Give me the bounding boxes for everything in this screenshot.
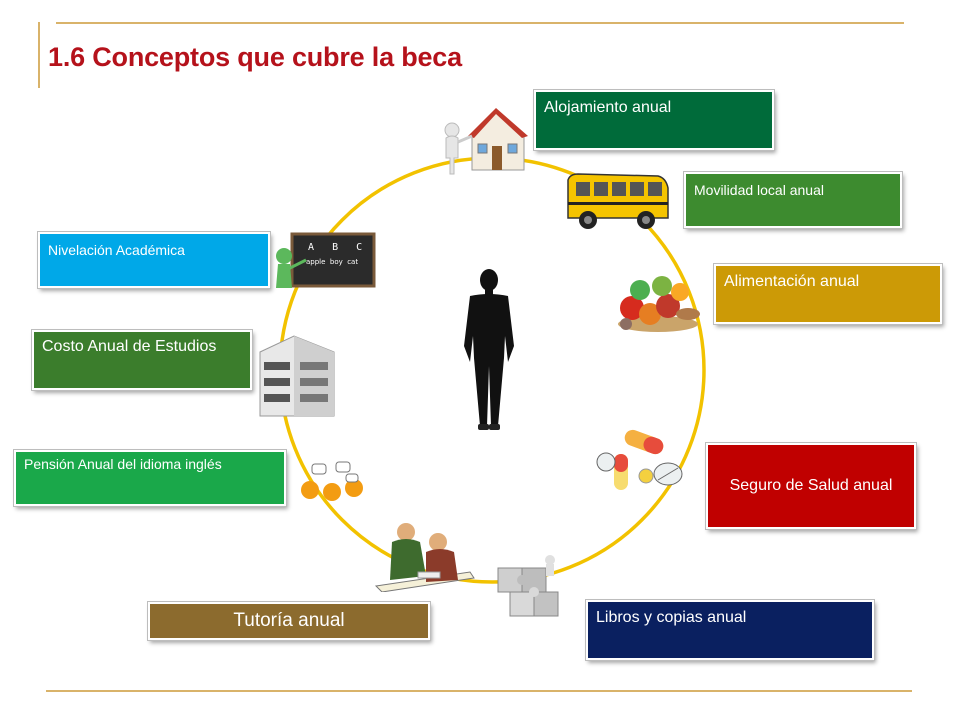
talking-faces-icon xyxy=(301,461,363,501)
concept-pension-idioma: Pensión Anual del idioma inglés xyxy=(13,449,287,507)
concept-nivelacion: Nivelación Académica xyxy=(37,231,271,289)
top-rule xyxy=(56,22,904,24)
chalkboard-words: apple boy cat xyxy=(306,258,359,266)
pills-icon xyxy=(596,429,683,490)
house-icon xyxy=(444,108,528,175)
chalkboard-letters: A B C xyxy=(308,242,363,253)
food-icon xyxy=(618,276,700,332)
concept-tutoria: Tutoría anual xyxy=(147,601,431,641)
concept-libros: Libros y copias anual xyxy=(585,599,875,661)
bottom-rule xyxy=(46,690,912,692)
concept-alimentacion: Alimentación anual xyxy=(713,263,943,325)
concept-seguro: Seguro de Salud anual xyxy=(705,442,917,530)
chalkboard-icon: A B C apple boy cat xyxy=(272,230,376,292)
building-icon xyxy=(259,335,335,417)
person-silhouette-icon xyxy=(464,269,514,430)
puzzle-icon xyxy=(497,555,559,617)
left-rule xyxy=(38,22,40,88)
slide-title: 1.6 Conceptos que cubre la beca xyxy=(48,42,462,72)
tutors-icon xyxy=(374,523,475,592)
concept-movilidad: Movilidad local anual xyxy=(683,171,903,229)
concept-costo-estudios: Costo Anual de Estudios xyxy=(31,329,253,391)
school-bus-icon xyxy=(567,173,669,229)
concept-alojamiento: Alojamiento anual xyxy=(533,89,775,151)
